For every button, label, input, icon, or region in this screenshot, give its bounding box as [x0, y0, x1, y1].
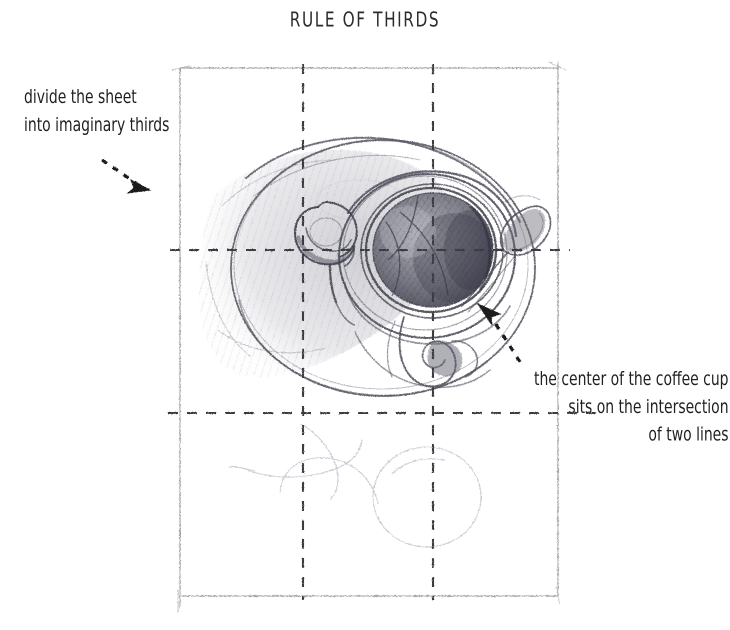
sheet-border — [171, 61, 567, 613]
annotation-left: divide the sheet into imaginary thirds — [24, 84, 169, 140]
page-title: RULE OF THIRDS — [289, 8, 441, 33]
ghost-sketch-lines — [228, 179, 499, 548]
cup-body — [338, 170, 518, 345]
cup-rim — [360, 183, 504, 319]
saucer-inner-shading — [427, 340, 463, 377]
annotation-right-line-1: the center of the coffee cup — [534, 368, 729, 390]
cast-shadow — [198, 149, 455, 378]
coffee-surface — [372, 192, 494, 308]
annotation-left-line-2: into imaginary thirds — [24, 114, 170, 136]
cup-handle-shading — [296, 236, 352, 264]
spoon — [461, 195, 552, 313]
saucer-inner-detail — [354, 316, 491, 389]
cup-handle — [294, 201, 358, 326]
annotation-left-line-1: divide the sheet — [24, 86, 137, 108]
rule-of-thirds-grid — [168, 64, 600, 600]
saucer — [230, 136, 536, 397]
annotation-left-arrow — [101, 158, 152, 194]
annotation-right-line-2: sits on the intersection — [568, 396, 729, 418]
annotation-right-line-3: of two lines — [648, 423, 729, 446]
annotation-right: the center of the coffee cup sits on the… — [534, 366, 729, 449]
spoon-shading — [503, 208, 546, 253]
annotation-right-arrow — [476, 302, 522, 363]
